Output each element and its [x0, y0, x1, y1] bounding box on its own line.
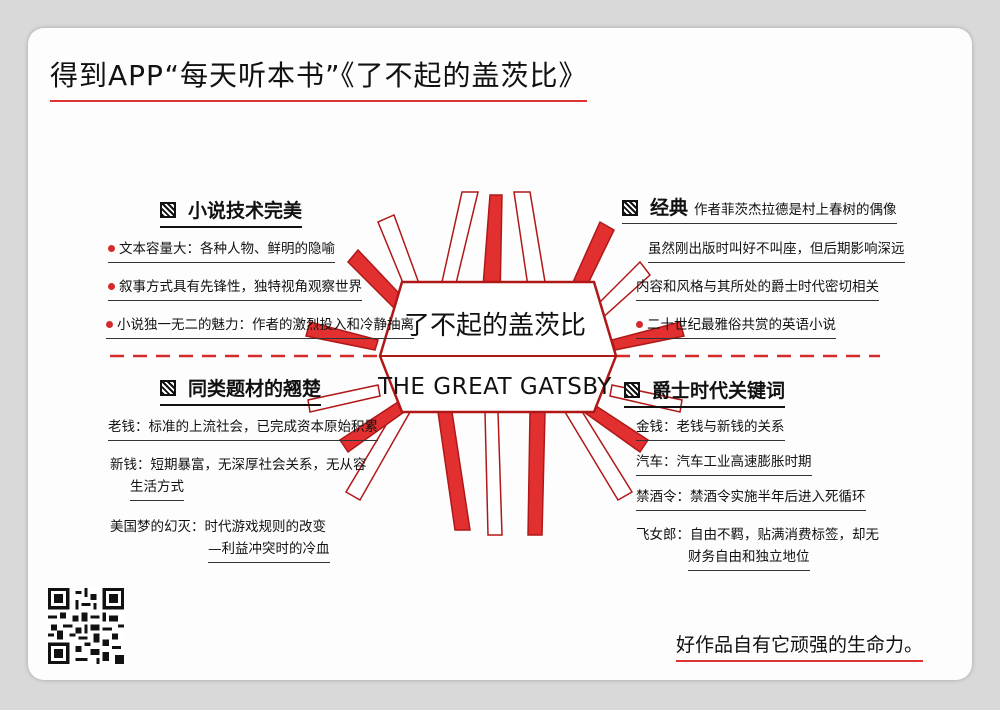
- list-item: 生活方式: [130, 478, 184, 501]
- list-item: 金钱：老钱与新钱的关系: [636, 418, 785, 441]
- hatched-square-icon: [160, 379, 176, 396]
- bullet-dot-icon: [106, 320, 113, 328]
- ray-shape: [527, 411, 546, 536]
- qr-code-icon[interactable]: [48, 588, 124, 664]
- bullet-dot-icon: [636, 320, 643, 328]
- hatched-square-icon: [622, 200, 638, 216]
- list-item: 虽然刚出版时叫好不叫座，但后期影响深远: [648, 240, 905, 263]
- section-title-technique: 小说技术完美: [160, 196, 303, 228]
- page-title: 得到APP“每天听本书”《了不起的盖茨比》: [50, 54, 588, 102]
- list-item: 叙事方式具有先锋性，独特视角观察世界: [108, 278, 362, 301]
- list-item: 禁酒令：禁酒令实施半年后进入死循环: [636, 488, 866, 511]
- list-item: —利益冲突时的冷血: [208, 540, 330, 563]
- list-item: 汽车：汽车工业高速膨胀时期: [636, 453, 812, 476]
- bullet-dot-icon: [108, 282, 115, 290]
- list-item: 飞女郎：自由不羁，贴满消费标签，却无: [636, 527, 879, 543]
- list-item: 小说独一无二的魅力：作者的激烈投入和冷静抽离: [106, 316, 414, 339]
- center-title-en: THE GREAT GATSBY: [378, 374, 612, 400]
- ray-shape: [437, 411, 471, 531]
- hatched-square-icon: [160, 201, 176, 218]
- ray-shape: [484, 411, 503, 536]
- list-item: 二十世纪最雅俗共赏的英语小说: [636, 316, 836, 339]
- footer-quote: 好作品自有它顽强的生命力。: [676, 630, 924, 662]
- list-item: 美国梦的幻灭：时代游戏规则的改变: [110, 519, 326, 535]
- list-item: 文本容量大：各种人物、鲜明的隐喻: [108, 240, 335, 263]
- list-item-classic: 经典作者菲茨杰拉德是村上春树的偶像: [622, 199, 897, 224]
- list-item: 新钱：短期暴富，无深厚社会关系，无从容: [110, 457, 367, 473]
- ray-shape: [307, 384, 381, 413]
- list-item: 老钱：标准的上流社会，已完成资本原始积累: [108, 418, 378, 441]
- list-item: 财务自由和独立地位: [688, 548, 810, 571]
- section-title-jazz-age: 爵士时代关键词: [624, 376, 786, 408]
- section-title-genre: 同类题材的翘楚: [160, 374, 322, 406]
- bullet-dot-icon: [108, 244, 115, 252]
- ray-shape: [305, 321, 379, 351]
- list-item: 内容和风格与其所处的爵士时代密切相关: [636, 278, 879, 301]
- hatched-square-icon: [624, 381, 640, 398]
- center-title-cn: 了不起的盖茨比: [403, 311, 586, 341]
